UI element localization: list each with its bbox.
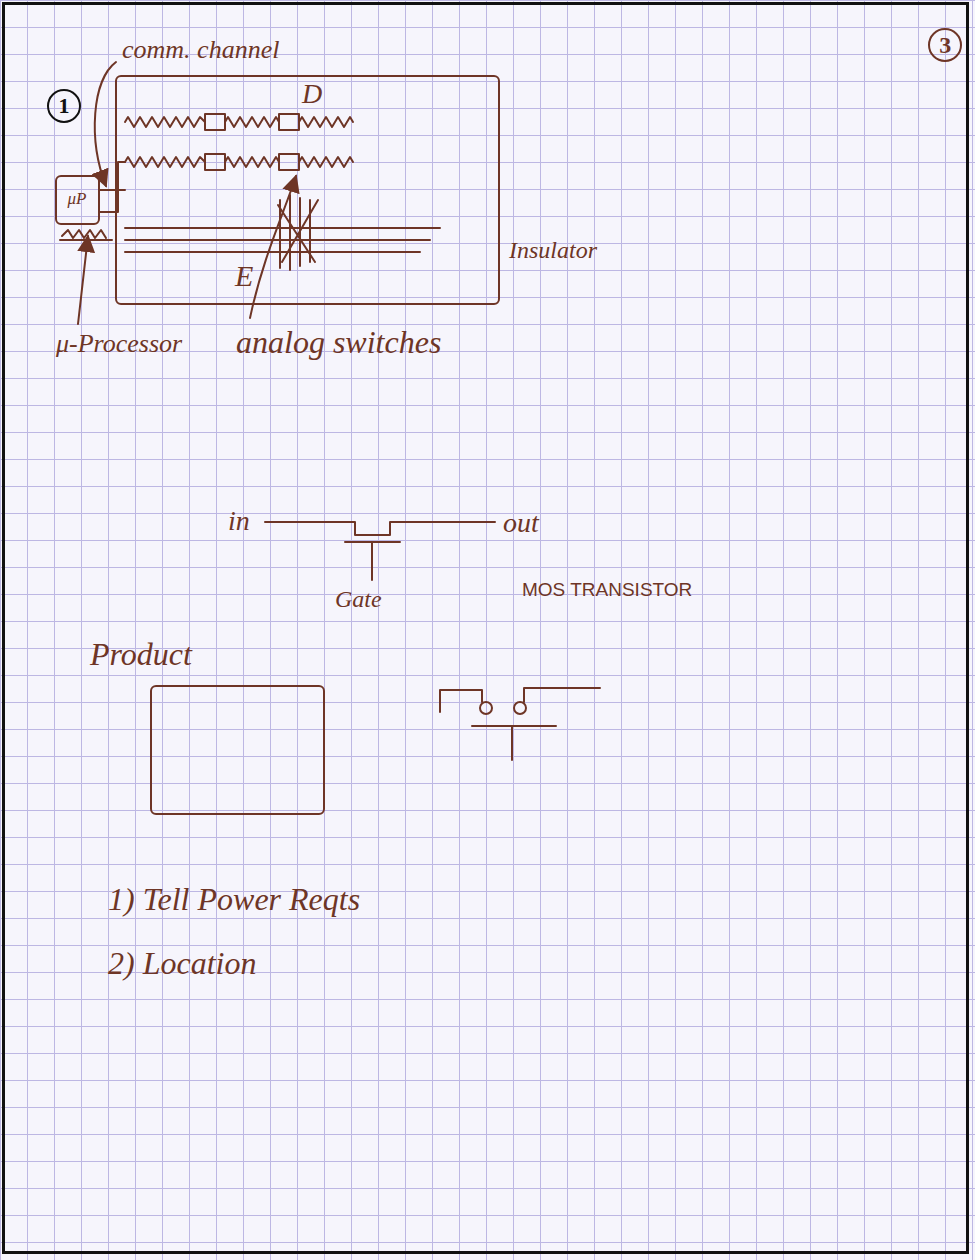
callout-number: 1 (47, 89, 81, 123)
part-name: MOS TRANSISTOR (522, 580, 692, 601)
part-name: μ-Processor (56, 330, 182, 359)
bus-lines (125, 228, 440, 252)
chip-label: μP (68, 190, 87, 209)
transistor-gate (345, 542, 400, 580)
part-letter: D (302, 79, 322, 110)
analog-switch (279, 154, 299, 170)
resistor-symbol (299, 157, 353, 167)
analog-switch (279, 114, 299, 130)
part-name: Insulator (509, 237, 597, 263)
switch-wire (524, 688, 600, 702)
crossing-lines (278, 195, 318, 270)
leader-line (95, 62, 116, 186)
analog-switch (205, 154, 225, 170)
leader-line (78, 236, 88, 324)
pin-name: Gate (335, 586, 382, 612)
part-name: comm. channel (122, 36, 279, 65)
switch-contact (514, 702, 526, 714)
page-number: 3 (928, 28, 962, 62)
resistor-symbol (225, 117, 279, 127)
note: 2) Location (108, 946, 256, 981)
resistor-symbol (125, 157, 205, 167)
outline-box: DEInsulator (115, 75, 500, 305)
comm-wire (100, 162, 125, 212)
resistor-symbol (125, 117, 205, 127)
outline-box: Product (150, 685, 325, 815)
resistor-symbol (225, 157, 279, 167)
note: 1) Tell Power Reqts (108, 882, 360, 917)
scribble (60, 230, 112, 240)
analog-switch (205, 114, 225, 130)
switch-contact (480, 702, 492, 714)
chip-box: μP (55, 175, 100, 225)
part-letter: E (235, 259, 253, 292)
leader-line (250, 176, 296, 318)
switch-gate (472, 726, 556, 760)
pin-name: out (503, 508, 539, 539)
part-name: analog switches (236, 325, 441, 360)
resistor-symbol (299, 117, 353, 127)
transistor-channel (265, 522, 495, 535)
pin-name: in (228, 506, 250, 537)
switch-wire (440, 690, 482, 712)
box-heading: Product (90, 637, 192, 672)
